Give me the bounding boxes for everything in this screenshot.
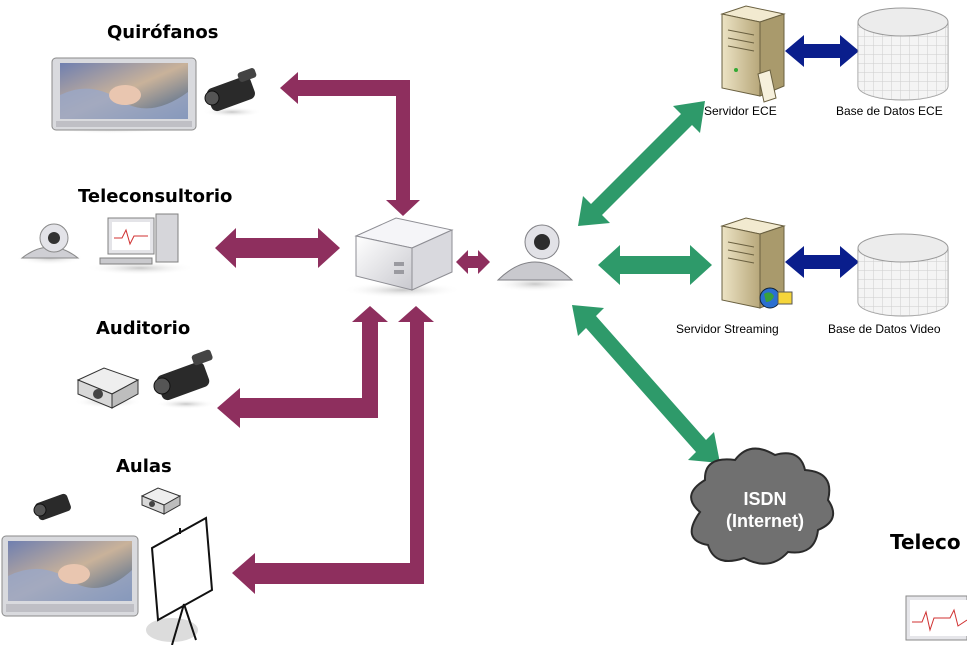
auditorio-projector-icon <box>74 367 142 409</box>
local-links <box>215 72 490 594</box>
quirofanos-tv-icon <box>48 57 197 134</box>
aulas-projector-icon <box>140 487 182 515</box>
base-datos-video-icon <box>857 233 949 317</box>
label-servidor-ece: Servidor ECE <box>704 104 777 118</box>
link-quirofanos <box>280 72 420 216</box>
db-links <box>785 35 859 278</box>
network-links <box>572 101 720 463</box>
cloud-label: ISDN (Internet) <box>720 488 810 532</box>
aulas-camera-icon <box>33 493 71 521</box>
label-aulas: Aulas <box>116 456 172 477</box>
label-auditorio: Auditorio <box>96 318 191 339</box>
central-camera-icon <box>493 224 577 292</box>
auditorio-camera-icon <box>153 349 216 409</box>
link-teleconsultorio <box>215 228 340 268</box>
label-quirofanos: Quirófanos <box>107 22 219 43</box>
link-ece-db <box>785 35 859 67</box>
teleconsultorio-camera-icon <box>16 223 84 265</box>
label-servidor-streaming: Servidor Streaming <box>676 322 779 336</box>
label-teleconsultorio: Teleconsultorio <box>78 186 233 207</box>
label-base-datos-ece: Base de Datos ECE <box>836 104 943 118</box>
link-box-camera <box>456 250 490 274</box>
link-streaming <box>598 245 712 285</box>
cloud-label-line1: ISDN <box>743 489 787 509</box>
link-isdn <box>572 305 720 463</box>
teleco-monitor-icon <box>905 595 967 641</box>
label-base-datos-video: Base de Datos Video <box>828 322 941 336</box>
base-datos-ece-icon <box>857 7 949 101</box>
cloud-label-line2: (Internet) <box>726 511 804 531</box>
link-ece <box>578 101 705 226</box>
servidor-streaming-icon <box>720 217 793 309</box>
aulas-screen-icon <box>146 516 214 645</box>
link-auditorio <box>217 306 388 428</box>
link-video-db <box>785 246 859 278</box>
label-teleco: Teleco <box>890 530 961 554</box>
central-codec-icon <box>342 217 462 298</box>
servidor-ece-icon <box>720 5 786 103</box>
link-aulas <box>232 306 434 594</box>
isdn-cloud-icon <box>690 447 835 565</box>
quirofanos-camera-icon <box>202 68 262 117</box>
aulas-tv-icon <box>1 535 139 617</box>
teleconsultorio-pc-icon <box>85 213 195 275</box>
